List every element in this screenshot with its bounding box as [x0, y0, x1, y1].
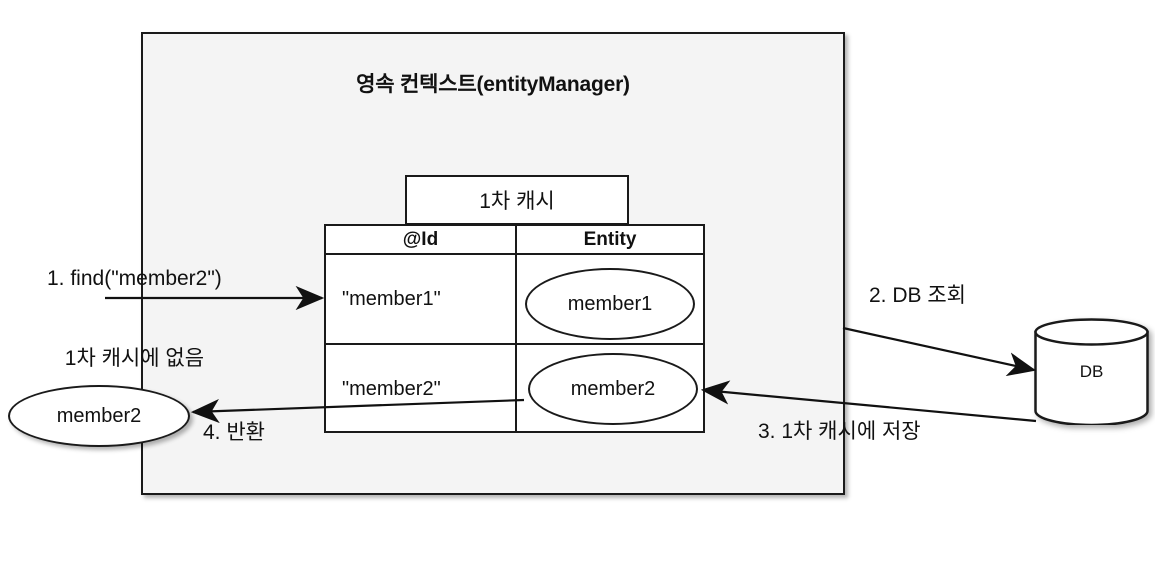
table-header-divider	[326, 253, 703, 255]
step-1-line-2: 1차 캐시에 없음	[64, 347, 205, 371]
result-entity-member2: member2	[8, 385, 190, 447]
table-cell-id-member1: "member1"	[342, 288, 441, 310]
cache-entity-member2: member2	[528, 353, 698, 425]
table-cell-id-member2: "member2"	[342, 378, 441, 400]
table-header-entity: Entity	[583, 228, 637, 250]
step-4-label: 4. 반환	[203, 421, 265, 444]
database-cylinder-icon	[1034, 318, 1149, 425]
database-label: DB	[1079, 362, 1104, 381]
arrow-step-2	[842, 326, 1037, 377]
table-column-divider	[515, 226, 517, 431]
cache-entity-member1: member1	[525, 268, 695, 340]
table-header-id: @Id	[402, 228, 439, 250]
step-2-label: 2. DB 조회	[869, 284, 966, 307]
step-1-label: 1. find("member2") 1차 캐시에 없음	[47, 212, 222, 427]
step-3-label: 3. 1차 캐시에 저장	[758, 420, 921, 443]
step-1-line-1: 1. find("member2")	[47, 266, 222, 290]
first-level-cache-tab: 1차 캐시	[405, 175, 629, 225]
table-row-divider	[326, 343, 703, 345]
first-level-cache-table: @Id Entity "member1" "member2"	[324, 224, 705, 433]
persistence-context-title: 영속 컨텍스트(entityManager)	[356, 73, 630, 96]
